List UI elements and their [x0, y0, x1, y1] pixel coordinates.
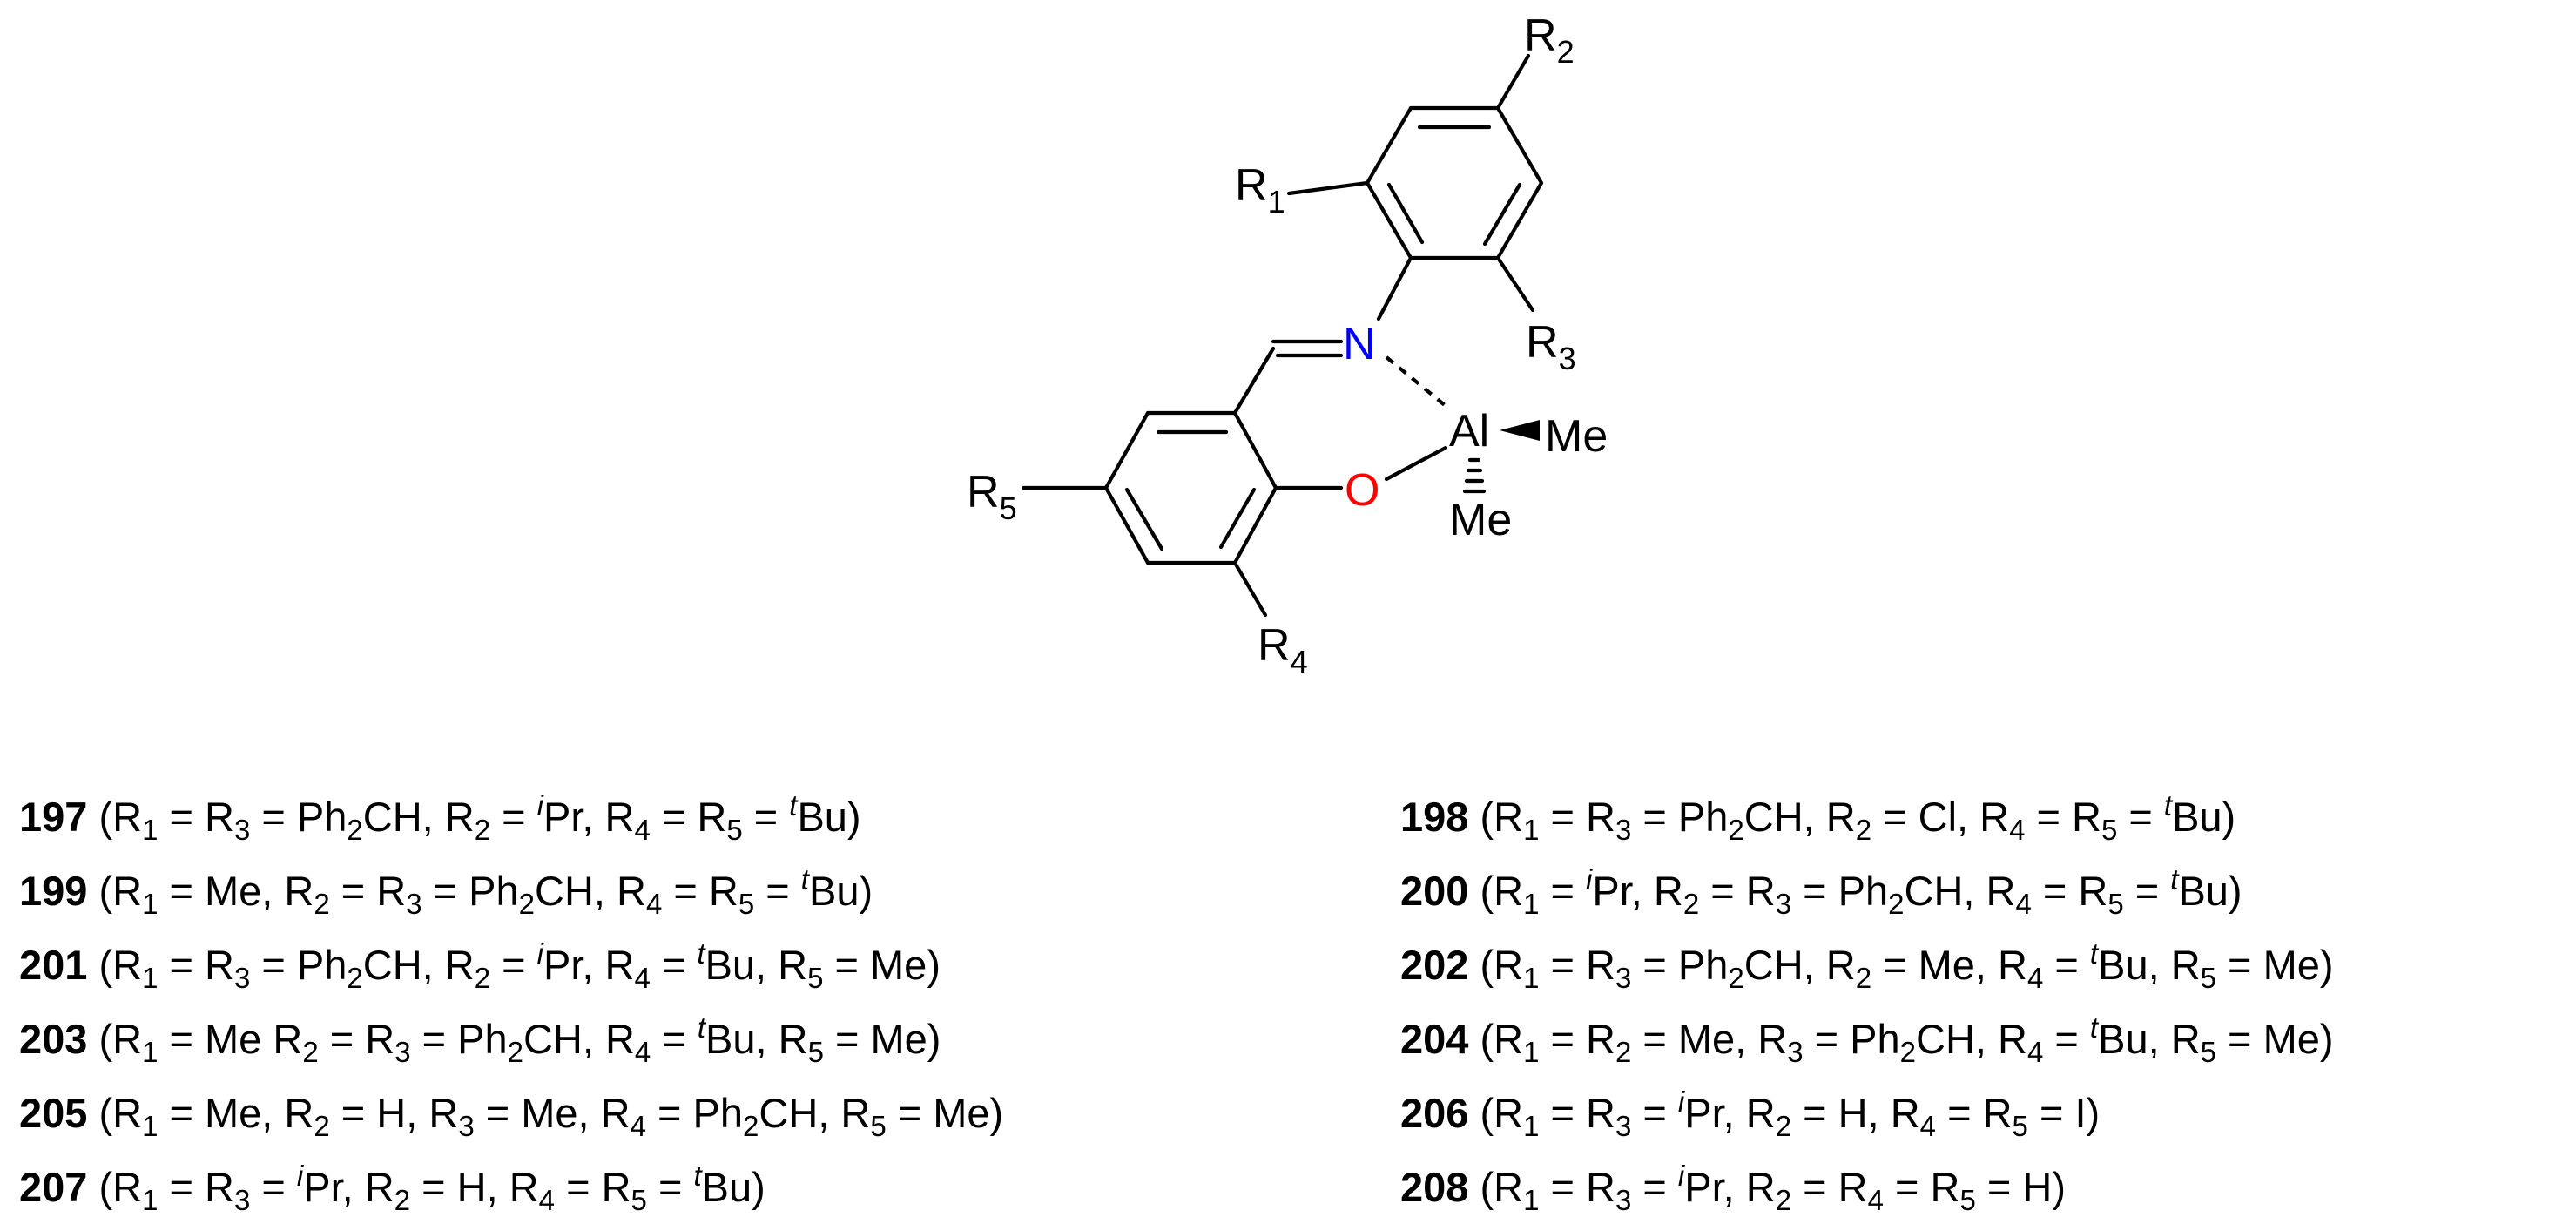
compound-197: 197 (R1 = R3 = Ph2CH, R2 = iPr, R4 = R5 … — [19, 789, 861, 846]
r4-label: R4 — [1258, 620, 1308, 680]
compound-199: 199 (R1 = Me, R2 = R3 = Ph2CH, R4 = R5 =… — [19, 863, 873, 920]
wedge-bond-al-me — [1500, 420, 1540, 441]
compound-number: 206 — [1400, 1090, 1469, 1136]
bond-r4 — [1232, 560, 1268, 618]
hashed-bond-al-me — [1462, 457, 1487, 494]
compound-200: 200 (R1 = iPr, R2 = R3 = Ph2CH, R4 = R5 … — [1400, 863, 2242, 920]
compound-number: 201 — [19, 942, 88, 988]
chemical-structure: N O Al Me Me R2 R1 R3 R5 R4 — [967, 10, 1608, 680]
compound-number: 198 — [1400, 794, 1469, 840]
aluminium-atom: Al — [1449, 406, 1489, 456]
compound-198: 198 (R1 = R3 = Ph2CH, R2 = Cl, R4 = R5 =… — [1400, 789, 2236, 846]
compound-208: 208 (R1 = R3 = iPr, R2 = R4 = R5 = H) — [1400, 1160, 2066, 1216]
bond-n-aryl — [1376, 255, 1413, 321]
oxygen-atom: O — [1345, 465, 1379, 516]
r5-label: R5 — [967, 467, 1017, 526]
dative-bond-n-al — [1385, 355, 1452, 411]
methyl-label-right: Me — [1545, 411, 1608, 462]
bond-o-al — [1384, 445, 1448, 482]
compound-number: 199 — [19, 868, 88, 914]
upper-aryl-ring — [1365, 105, 1544, 260]
compound-202: 202 (R1 = R3 = Ph2CH, R2 = Me, R4 = tBu,… — [1400, 937, 2334, 994]
compound-number: 208 — [1400, 1164, 1469, 1210]
r3-label: R3 — [1526, 317, 1576, 376]
bond-r1 — [1286, 180, 1370, 196]
r1-label: R1 — [1235, 160, 1285, 220]
bond-r2 — [1495, 53, 1531, 111]
compound-number: 203 — [19, 1016, 88, 1062]
compound-number: 205 — [19, 1090, 88, 1136]
compound-number: 202 — [1400, 942, 1469, 988]
bond-r3 — [1495, 255, 1535, 313]
r2-label: R2 — [1524, 10, 1575, 70]
lower-aryl-ring — [1103, 410, 1278, 565]
compound-206: 206 (R1 = R3 = iPr, R2 = H, R4 = R5 = I) — [1400, 1085, 2101, 1142]
compound-number: 197 — [19, 794, 88, 840]
compound-201: 201 (R1 = R3 = Ph2CH, R2 = iPr, R4 = tBu… — [19, 937, 941, 994]
nitrogen-atom: N — [1343, 319, 1376, 369]
compound-list-right: 198 (R1 = R3 = Ph2CH, R2 = Cl, R4 = R5 =… — [1400, 780, 2334, 1224]
compound-203: 203 (R1 = Me R2 = R3 = Ph2CH, R4 = tBu, … — [19, 1011, 941, 1068]
compound-207: 207 (R1 = R3 = iPr, R2 = H, R4 = R5 = tB… — [19, 1160, 765, 1216]
compound-number: 207 — [19, 1164, 88, 1210]
methyl-label-down: Me — [1449, 495, 1512, 545]
compound-number: 204 — [1400, 1016, 1469, 1062]
compound-number: 200 — [1400, 868, 1469, 914]
compound-205: 205 (R1 = Me, R2 = H, R3 = Me, R4 = Ph2C… — [19, 1090, 1004, 1142]
compound-list-left: 197 (R1 = R3 = Ph2CH, R2 = iPr, R4 = R5 … — [19, 780, 1003, 1224]
bond-imine-c-ring — [1232, 346, 1276, 416]
compound-204: 204 (R1 = R2 = Me, R3 = Ph2CH, R4 = tBu,… — [1400, 1011, 2334, 1068]
